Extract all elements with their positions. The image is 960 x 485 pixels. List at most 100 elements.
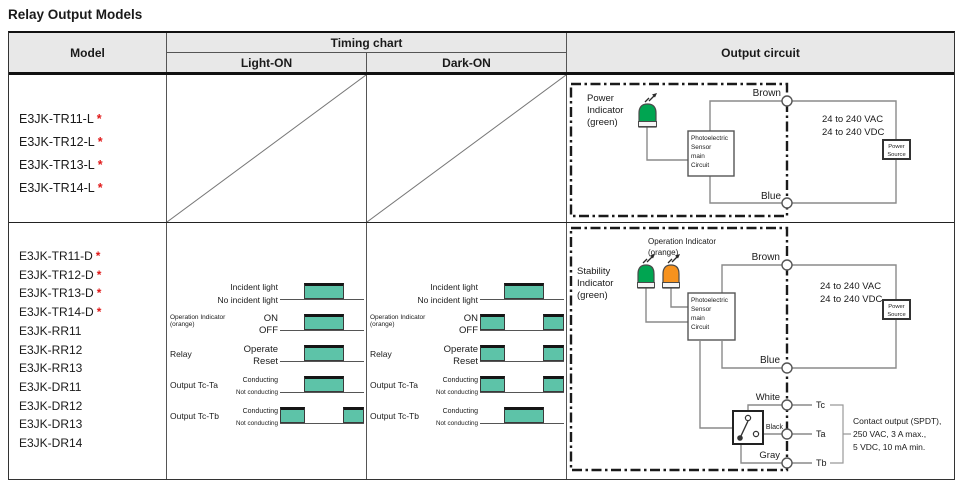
model-name: E3JK-TR13-D*	[19, 286, 102, 301]
model-name: E3JK-TR14-L*	[19, 181, 103, 195]
col-header-model: Model	[70, 45, 105, 60]
waveform-inverse	[480, 341, 564, 362]
stability-indicator-led-icon	[637, 254, 655, 289]
svg-text:5 VDC, 10 mA min.: 5 VDC, 10 mA min.	[853, 442, 925, 452]
model-list-row1: E3JK-TR11-L* E3JK-TR12-L* E3JK-TR13-L* E…	[9, 75, 166, 222]
waveform-inverse	[280, 403, 364, 424]
model-name: E3JK-RR11	[19, 323, 82, 338]
black-wire-label: Black	[766, 424, 784, 431]
brown-wire-label: Brown	[752, 252, 780, 263]
col-header-timing-chart: Timing chart	[166, 33, 566, 53]
relay-contact-spdt-icon	[732, 410, 764, 445]
waveform-inverse	[480, 310, 564, 331]
svg-text:Sensor: Sensor	[691, 144, 712, 151]
model-name: E3JK-TR12-D*	[19, 267, 102, 282]
blue-terminal	[781, 197, 793, 209]
col-header-dark-on: Dark-ON	[366, 53, 566, 72]
terminal-ta-label: Ta	[816, 429, 826, 439]
brown-terminal	[781, 95, 793, 107]
blue-wire-label: Blue	[761, 191, 781, 202]
svg-text:Sensor: Sensor	[691, 306, 712, 313]
waveform-pulse	[280, 310, 364, 331]
footnote-asterisk: *	[96, 305, 102, 320]
led-lead-wires	[645, 288, 688, 323]
tc-terminal	[781, 399, 793, 411]
output-circuit-diagram: Photoelectric Sensor main Circuit Power …	[569, 226, 941, 472]
waveform-pulse	[280, 279, 364, 300]
timing-cell-empty-dark-on	[366, 75, 566, 222]
waveform-pulse	[480, 279, 564, 300]
power-source-label: Power	[888, 144, 905, 150]
model-list-row2: E3JK-TR11-D* E3JK-TR12-D* E3JK-TR13-D* E…	[9, 223, 166, 479]
terminal-bracket	[830, 404, 851, 464]
diagonal-slash	[167, 75, 366, 222]
footnote-asterisk: *	[97, 181, 103, 195]
brown-terminal	[781, 259, 793, 271]
sensor-main-circuit-box	[687, 130, 735, 177]
table-row-d-models: E3JK-TR11-D* E3JK-TR12-D* E3JK-TR13-D* E…	[9, 223, 954, 479]
page-title: Relay Output Models	[8, 7, 143, 22]
gray-wire-label: Gray	[759, 450, 780, 461]
svg-text:(orange): (orange)	[648, 248, 679, 257]
table-row-l-models: E3JK-TR11-L* E3JK-TR12-L* E3JK-TR13-L* E…	[9, 75, 954, 223]
power-indicator-led-icon	[638, 93, 657, 128]
model-name: E3JK-TR14-D*	[19, 305, 102, 320]
tb-terminal	[781, 457, 793, 469]
blue-terminal	[781, 362, 793, 374]
output-circuit-l-models: Photoelectric Sensor main Circuit Power …	[566, 75, 954, 222]
white-wire	[747, 404, 787, 412]
model-name: E3JK-DR14	[19, 436, 83, 451]
operation-indicator-label: Operation Indicator	[648, 237, 716, 246]
output-circuit-diagram: Photoelectric Sensor main Circuit Power …	[569, 82, 911, 218]
waveform-pulse	[480, 403, 564, 424]
sensor-enclosure-outline	[569, 226, 789, 472]
model-name: E3JK-DR13	[19, 417, 83, 432]
sensor-enclosure-outline	[569, 82, 789, 218]
svg-text:Source: Source	[887, 152, 905, 158]
white-wire-label: White	[756, 392, 780, 403]
footnote-asterisk: *	[95, 249, 101, 263]
sensor-box-label: Photoelectric	[691, 297, 729, 304]
model-name: E3JK-DR11	[19, 379, 82, 394]
sensor-wires	[709, 100, 787, 204]
col-header-output-circuit: Output circuit	[566, 33, 954, 72]
svg-text:main: main	[691, 153, 705, 160]
gray-wire	[740, 444, 787, 464]
diagonal-slash	[367, 75, 566, 222]
svg-text:24 to 240 VDC: 24 to 240 VDC	[822, 127, 884, 138]
brown-wire-label: Brown	[753, 88, 781, 99]
svg-text:Indicator: Indicator	[577, 278, 613, 289]
model-name: E3JK-TR13-L*	[19, 158, 103, 172]
voltage-rating: 24 to 240 VAC	[822, 114, 883, 125]
voltage-rating: 24 to 240 VAC	[820, 281, 881, 292]
svg-text:(green): (green)	[587, 117, 618, 128]
table-header: Model Timing chart Light-ON Dark-ON Outp…	[9, 33, 954, 75]
model-name: E3JK-DR12	[19, 398, 83, 413]
relay-output-models-table: Model Timing chart Light-ON Dark-ON Outp…	[8, 31, 955, 480]
operation-indicator-led-icon	[662, 254, 680, 289]
svg-text:Source: Source	[887, 312, 905, 318]
model-name: E3JK-RR13	[19, 361, 83, 376]
col-header-light-on: Light-ON	[166, 53, 366, 72]
model-name: E3JK-TR12-L*	[19, 135, 103, 149]
svg-text:250 VAC, 3 A max.,: 250 VAC, 3 A max.,	[853, 429, 926, 439]
footnote-asterisk: *	[97, 135, 103, 149]
power-source-label: Power	[888, 304, 905, 310]
terminal-stubs	[792, 404, 812, 464]
sensor-main-circuit-box	[687, 292, 736, 341]
power-source-box	[882, 299, 911, 320]
ta-terminal	[781, 428, 793, 440]
led-lead-wire	[646, 127, 688, 161]
footnote-asterisk: *	[96, 286, 102, 301]
waveform-pulse	[280, 341, 364, 362]
